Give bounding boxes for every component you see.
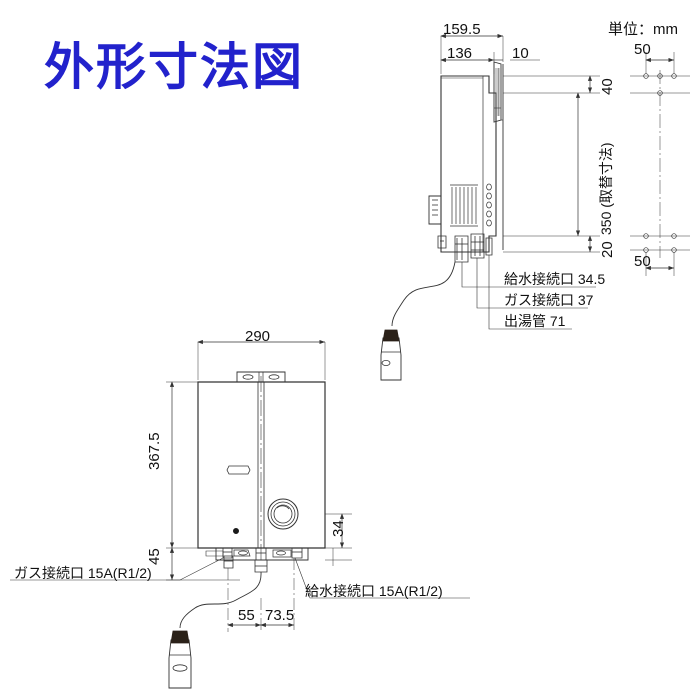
unit-note: 単位：mm [608,21,678,38]
dim-water-offset: 73.5 [265,607,295,624]
side-view-group [428,33,690,330]
dim-body-depth: 136 [447,45,473,62]
power-plug-icon-lower [168,571,262,689]
dim-bottom-offset: 20 [599,241,616,258]
dim-front-height: 367.5 [146,432,163,470]
dim-knob-offset: 34 [330,520,347,537]
dim-mount-height: 350 (取替寸法) [598,142,614,235]
dim-top-offset: 40 [599,78,616,95]
callout-gas-inlet-side: ガス接続口 37 [504,292,594,308]
callout-gas-inlet-front: ガス接続口 15A(R1/2) [14,565,152,581]
callout-hot-water-pipe: 出湯管 71 [504,313,566,329]
dim-hook-pitch-bottom: 50 [634,253,651,270]
dim-hook-pitch-top: 50 [634,41,651,58]
dim-flue-offset: 10 [512,45,529,62]
dim-bottom-height: 45 [146,548,163,565]
dim-gas-offset: 55 [238,607,255,624]
dim-front-width: 290 [245,328,271,345]
dim-overall-depth: 159.5 [443,21,481,38]
power-plug-icon-upper [380,261,456,381]
front-view-group [10,339,470,632]
callout-water-inlet-side: 給水接続口 34.5 [504,271,606,287]
callout-water-inlet-front: 給水接続口 15A(R1/2) [305,583,443,599]
page-title: 外形寸法図 [44,37,304,96]
